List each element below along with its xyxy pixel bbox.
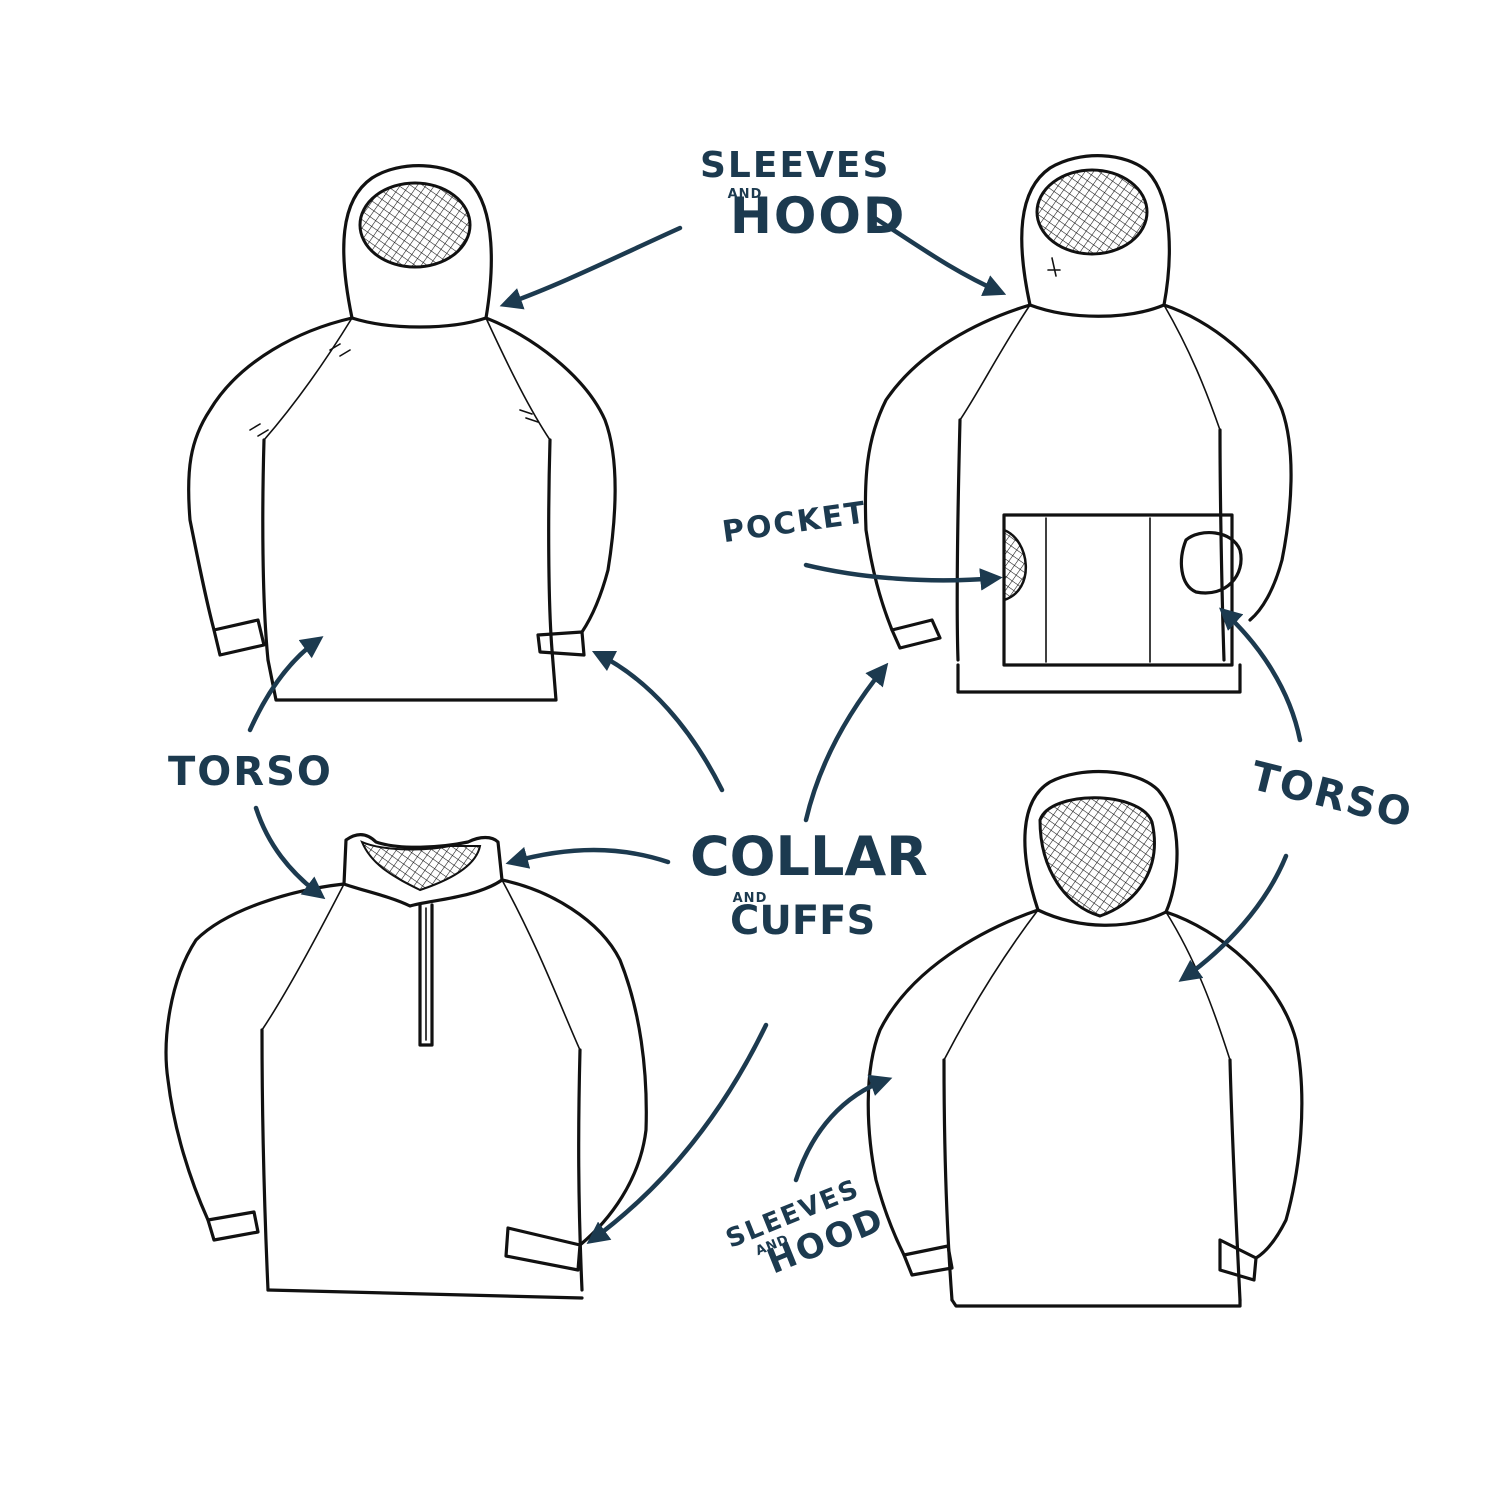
arrow-pocket-to-anorak — [803, 562, 1003, 591]
pullover-hoodie-sketch — [187, 164, 617, 702]
arrow-cuffs-to-zip-cuff — [586, 1022, 769, 1244]
arrow-collar-to-zip-collar — [505, 846, 671, 869]
label-hood-text: HOOD — [730, 187, 907, 245]
arrow-torso-to-hoodie — [247, 636, 324, 733]
arrow-torso-to-oversized — [1178, 853, 1289, 982]
quarter-zip-sketch — [164, 833, 648, 1300]
label-and-text: AND — [727, 187, 763, 202]
label-sleeves-text: SLEEVES — [700, 145, 891, 186]
arrow-collar-to-anorak-cuff — [803, 662, 889, 823]
arrow-sleeves-hood-to-anorak — [867, 212, 1007, 296]
arrow-torso-to-anorak — [1219, 607, 1303, 743]
label-collar-and-cuffs: COLLAR AND CUFFS — [690, 825, 928, 944]
label-and-text: AND — [732, 891, 768, 906]
label-torso-left: TORSO — [168, 749, 333, 795]
arrow-collar-to-hoodie-cuff — [591, 650, 725, 793]
diagram-arrows — [247, 212, 1303, 1244]
label-sleeves-and-hood-top: SLEEVES AND HOOD — [700, 145, 907, 245]
arrow-sleeves-hood-to-hoodie — [499, 225, 683, 310]
label-collar-text: COLLAR — [690, 825, 928, 888]
label-cuffs-text: CUFFS — [730, 898, 876, 944]
label-torso-left-text: TORSO — [168, 749, 333, 795]
arrow-torso-to-quarter-zip — [253, 805, 326, 900]
anorak-hoodie-sketch — [863, 154, 1293, 694]
arrow-sleeves-hood-to-oversized — [793, 1074, 893, 1183]
oversized-hoodie-sketch — [866, 769, 1304, 1308]
